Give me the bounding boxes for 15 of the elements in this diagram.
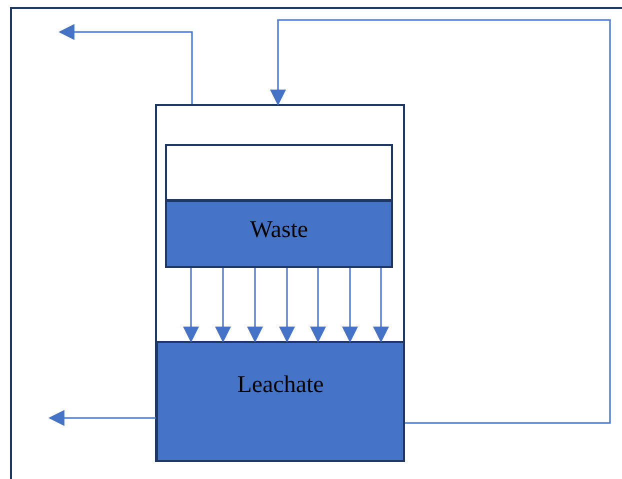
layer-label: Waste (250, 218, 308, 242)
arrow (48, 410, 156, 426)
arrow (215, 268, 231, 343)
arrow (279, 268, 295, 343)
arrow (183, 268, 199, 343)
arrow (310, 268, 326, 343)
reactor-container (155, 104, 405, 462)
waste-layer (165, 200, 393, 268)
layer-label: Leachate (237, 373, 324, 397)
arrow (342, 268, 358, 343)
leachate-layer (156, 341, 405, 462)
arrow (373, 268, 389, 343)
arrow (247, 268, 263, 343)
arrow (270, 19, 611, 424)
arrow (58, 24, 193, 104)
